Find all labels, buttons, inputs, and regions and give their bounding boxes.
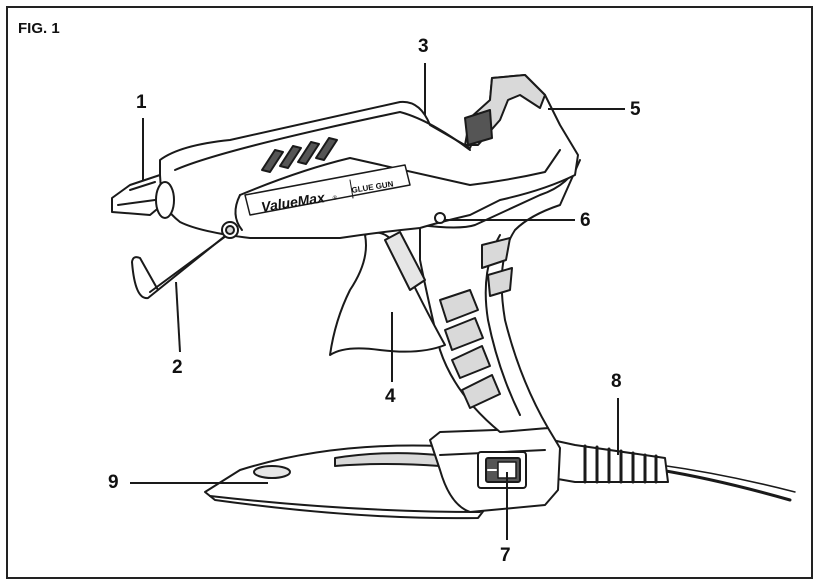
handle-grip bbox=[419, 159, 581, 433]
callout-8: 8 bbox=[611, 371, 622, 392]
wire-stand bbox=[131, 221, 239, 300]
power-switch bbox=[477, 451, 527, 489]
brand-registered-mark: ® bbox=[332, 194, 338, 202]
callout-7: 7 bbox=[500, 545, 511, 566]
callout-6: 6 bbox=[580, 210, 591, 231]
power-indicator-light bbox=[434, 212, 446, 224]
callout-2: 2 bbox=[172, 357, 183, 378]
callout-3: 3 bbox=[418, 36, 429, 57]
top-vents bbox=[261, 137, 338, 173]
label-plate bbox=[244, 164, 411, 216]
trigger bbox=[329, 231, 446, 356]
cord-strain-relief bbox=[551, 439, 669, 484]
figure-frame bbox=[6, 6, 813, 579]
leader-line-2 bbox=[175, 281, 181, 353]
nozzle bbox=[111, 174, 175, 219]
callout-4: 4 bbox=[385, 386, 396, 407]
callout-9: 9 bbox=[108, 472, 119, 493]
callout-5: 5 bbox=[630, 99, 641, 120]
callout-1: 1 bbox=[136, 92, 147, 113]
callout-leaders bbox=[130, 63, 625, 540]
glue-stick-feed bbox=[464, 74, 546, 146]
figure-title: FIG. 1 bbox=[18, 20, 60, 37]
power-cord bbox=[658, 464, 796, 502]
